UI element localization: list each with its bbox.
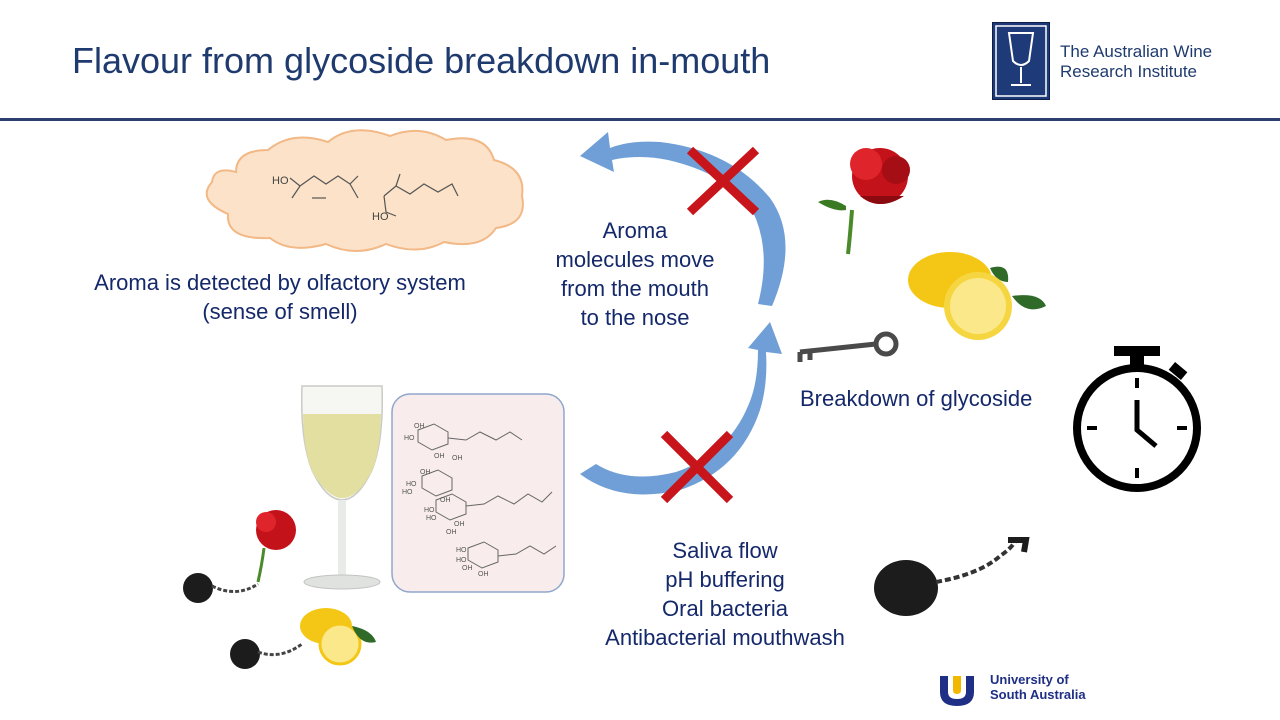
unisa-logo	[940, 676, 974, 706]
label-line: pH buffering	[665, 567, 785, 592]
glyco-label: OH	[462, 565, 473, 572]
glyco-label: HO	[456, 547, 467, 554]
glyco-label: HO	[406, 481, 417, 488]
glyco-label: OH	[446, 529, 457, 536]
glyco-label: OH	[454, 521, 465, 528]
wine-glass-logo-icon	[995, 25, 1047, 97]
label-line: Oral bacteria	[662, 596, 788, 621]
glyco-label: OH	[420, 469, 431, 476]
glyco-label: OH	[434, 453, 445, 460]
label-line: Aroma	[602, 218, 668, 243]
glyco-label: OH	[414, 423, 425, 430]
cloud-ho-label: HO	[272, 175, 289, 187]
title-divider	[0, 118, 1280, 121]
glyco-label: HO	[404, 435, 415, 442]
aroma-molecule-2	[383, 173, 459, 217]
unisa-name-line2: South Australia	[990, 687, 1086, 702]
aroma-move-label: Aroma molecules move from the mouth to t…	[520, 216, 750, 332]
glyco-label: OH	[478, 571, 489, 578]
lemon-icon	[300, 608, 376, 666]
glyco-label: OH	[440, 497, 451, 504]
lower-arrow	[580, 322, 782, 495]
label-line: to the nose	[580, 305, 690, 330]
slide-title: Flavour from glycoside breakdown in-mout…	[72, 40, 771, 81]
glycoside-structures-box	[391, 393, 565, 593]
glyco-label: HO	[426, 515, 437, 522]
label-line: Saliva flow	[672, 538, 778, 563]
cloud-ho-label: HO	[372, 211, 389, 223]
cross-icon	[686, 146, 760, 216]
cloud-icon	[205, 129, 524, 252]
label-line: molecules move	[555, 247, 715, 272]
label-line: Antibacterial mouthwash	[605, 625, 845, 650]
lemon-icon	[908, 252, 1046, 340]
ball-and-chain-icon	[874, 537, 1030, 616]
glyco-label: HO	[402, 489, 413, 496]
wine-glass-icon	[300, 385, 384, 590]
glyco-label: OH	[452, 455, 463, 462]
aroma-detected-label: Aroma is detected by olfactory system (s…	[60, 268, 500, 326]
glycoside-structures	[417, 423, 557, 569]
unisa-name-line1: University of	[990, 672, 1069, 687]
inhibitors-label: Saliva flow pH buffering Oral bacteria A…	[560, 536, 890, 652]
label-line: from the mouth	[561, 276, 709, 301]
label-line: Aroma is detected by olfactory system	[94, 270, 466, 295]
unisa-name: University of South Australia	[990, 672, 1086, 702]
glyco-label: HO	[424, 507, 435, 514]
rose-icon	[818, 148, 910, 255]
awri-logo	[992, 22, 1050, 100]
key-icon	[797, 331, 899, 362]
rose-icon	[256, 510, 296, 583]
stopwatch-icon	[1073, 346, 1201, 492]
cross-icon	[660, 430, 734, 504]
ball-and-chain-icon	[230, 639, 303, 669]
glyco-label: HO	[456, 557, 467, 564]
breakdown-label: Breakdown of glycoside	[800, 386, 1033, 411]
aroma-molecule-1	[289, 175, 359, 199]
ball-and-chain-icon	[183, 573, 259, 603]
awri-name-line2: Research Institute	[1060, 62, 1198, 81]
label-line: (sense of smell)	[202, 299, 358, 324]
awri-name-line1: The Australian Wine	[1060, 42, 1213, 61]
awri-name: The Australian Wine Research Institute	[1060, 42, 1212, 82]
